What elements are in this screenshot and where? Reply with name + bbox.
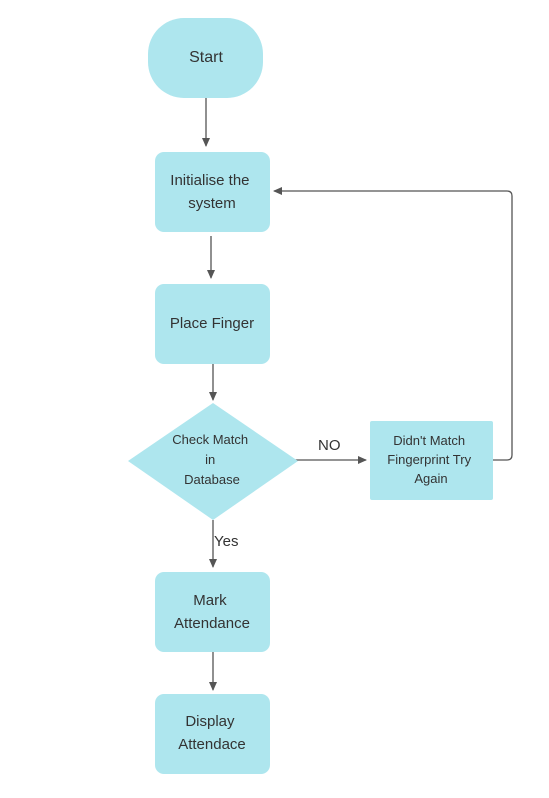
edge-label-no: NO	[318, 437, 341, 454]
terminal-shape	[148, 18, 263, 98]
edge-label-yes: Yes	[214, 533, 238, 550]
node-check-match-label: Check Match in Database	[172, 432, 252, 487]
decision-shape	[128, 403, 298, 520]
node-mark-attendance: Mark Attendance	[155, 572, 270, 652]
node-initialise-system: Initialise the system	[155, 152, 270, 232]
node-mark-attendance-label: Mark Attendance	[174, 592, 250, 632]
process-shape	[155, 572, 270, 652]
process-shape	[155, 694, 270, 774]
node-didnt-match: Didn't Match Fingerprint Try Again	[370, 421, 493, 500]
connectors	[202, 98, 513, 691]
process-shape	[155, 284, 270, 364]
process-shape	[155, 152, 270, 232]
node-display-attendance: Display Attendace	[155, 694, 270, 774]
node-start: Start	[148, 18, 263, 98]
node-place-finger: Place Finger	[155, 284, 270, 364]
node-initialise-label: Initialise the system	[170, 172, 253, 212]
node-didnt-match-label: Didn't Match Fingerprint Try Again	[387, 433, 474, 486]
node-place-finger-label: Place Finger	[170, 315, 254, 332]
node-start-label: Start	[189, 49, 223, 66]
node-display-attendance-label: Display Attendace	[178, 713, 246, 753]
process-shape	[370, 421, 493, 500]
node-check-match: Check Match in Database	[128, 403, 298, 520]
edge-no-match-loop-to-initialise	[273, 187, 513, 461]
